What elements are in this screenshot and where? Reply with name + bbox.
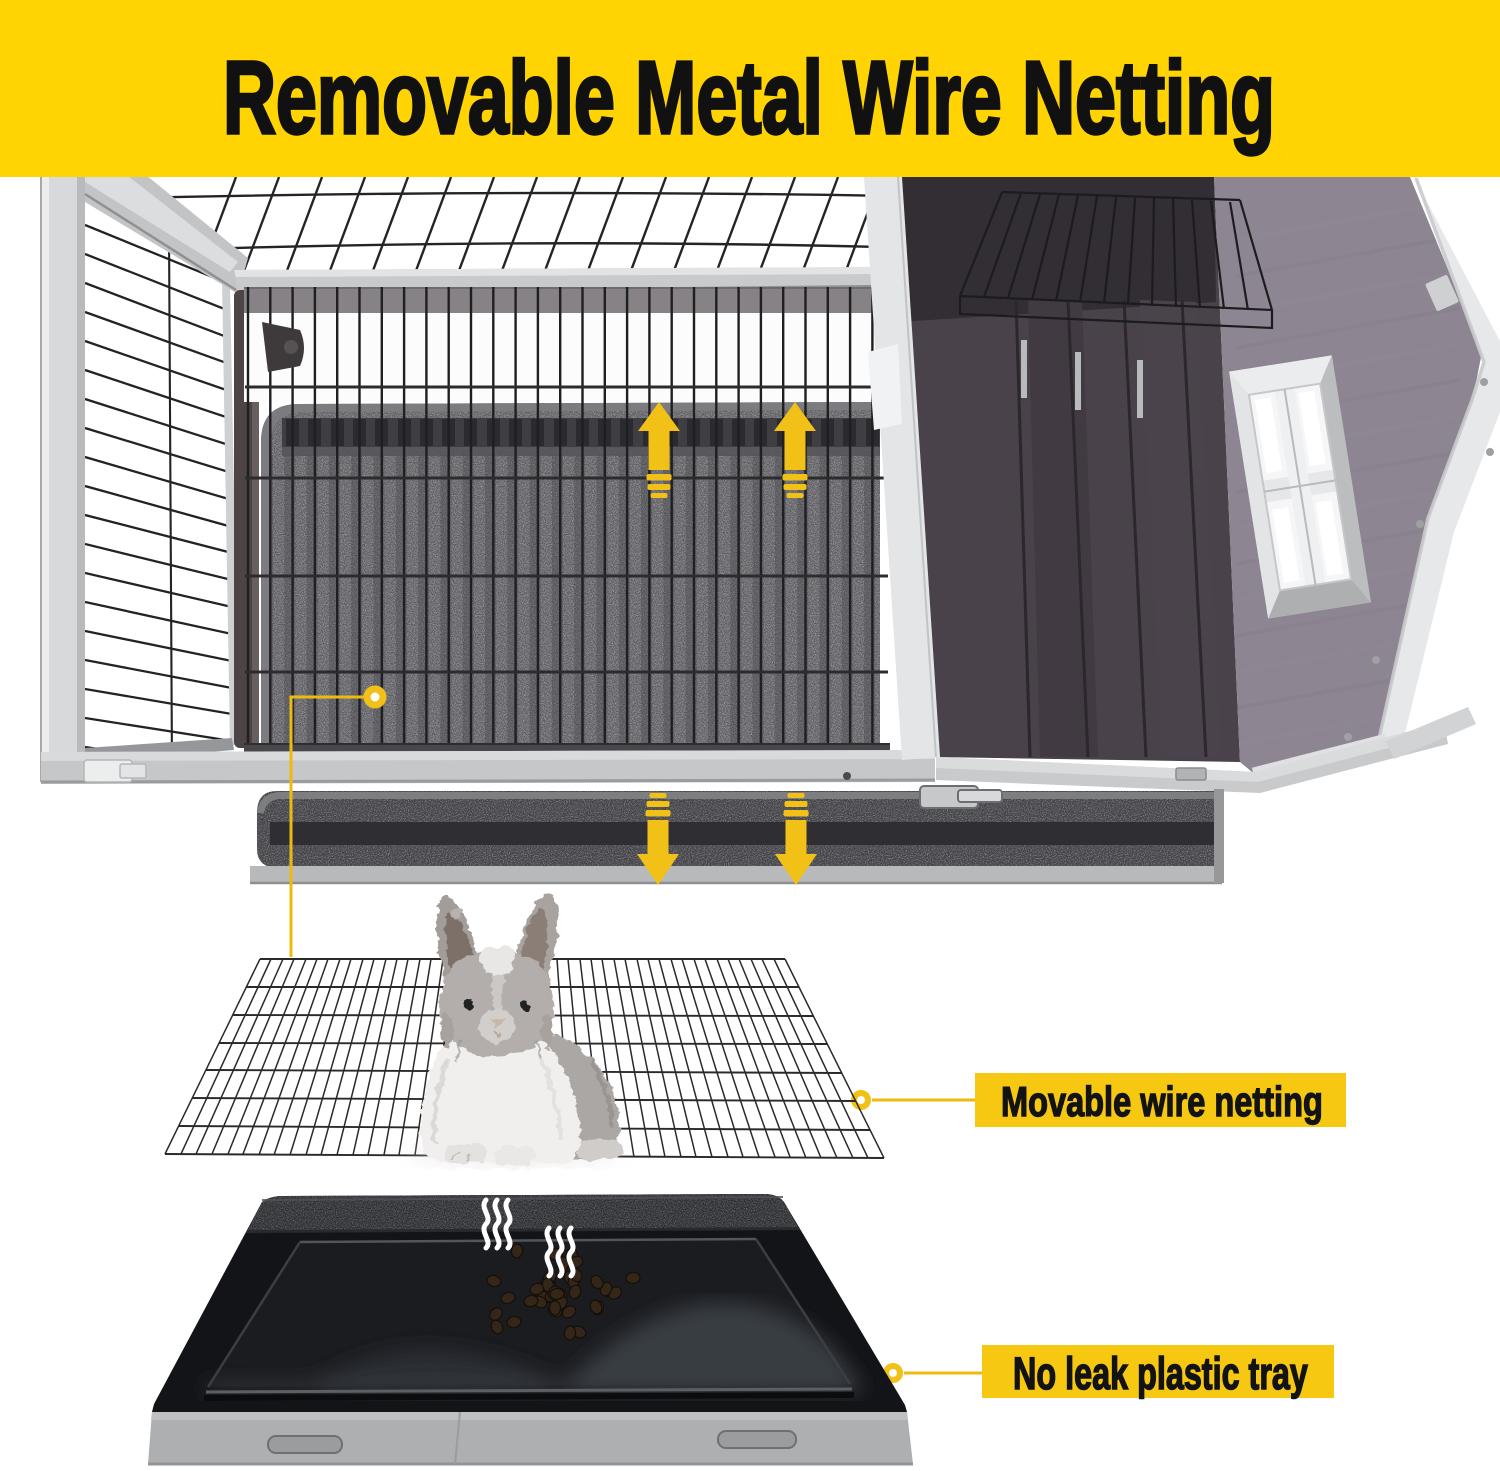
svg-text:No leak plastic tray: No leak plastic tray	[1013, 1350, 1308, 1399]
svg-text:Movable wire netting: Movable wire netting	[1001, 1078, 1323, 1125]
svg-text:Removable Metal Wire Netting: Removable Metal Wire Netting	[223, 40, 1275, 155]
